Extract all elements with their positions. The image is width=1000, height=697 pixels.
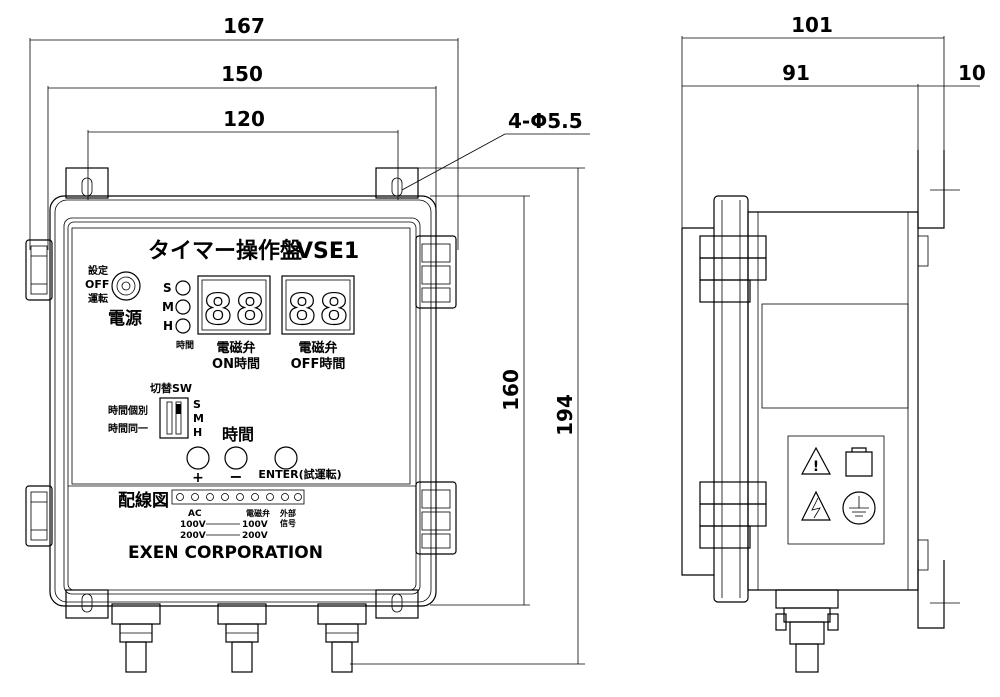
power-label: 電源: [108, 308, 142, 329]
mount-tab-tr: [375, 167, 419, 199]
hinge-left-bottom: [25, 485, 53, 547]
enter-label: ENTER(試運転): [258, 467, 341, 481]
dim-10-text: 10: [958, 61, 986, 85]
valve-label: 電磁弁: [246, 508, 270, 518]
led-h: [175, 318, 191, 334]
display1-digit1: 8: [203, 285, 232, 334]
display2-digit2: 8: [319, 285, 348, 334]
led-h-label: H: [163, 319, 173, 333]
front-view: タイマー操作盤 VSE1 設定 OFF 運転 電源 S M H 時間 8 8 電…: [25, 167, 457, 673]
mount-hole-bl: [81, 593, 93, 613]
side-bracket-bottom: [917, 560, 945, 629]
dimension-194: 194: [350, 167, 585, 665]
side-label-plate: [761, 303, 909, 409]
display-off-time: 8 8: [281, 275, 355, 335]
dimension-120: 120: [87, 107, 399, 200]
mount-tab-tl: [65, 167, 109, 199]
dim-120-text: 120: [223, 107, 265, 131]
enclosure-outer: [49, 195, 437, 607]
cable-gland-3: [317, 603, 367, 673]
dimension-160: 160: [430, 195, 530, 606]
v100-right: 100V: [242, 520, 268, 530]
display2-label-1: 電磁弁: [298, 340, 337, 356]
ground-icon: [842, 491, 876, 525]
sw-title: 切替SW: [150, 381, 192, 395]
selector-switch[interactable]: [159, 397, 189, 439]
enter-button[interactable]: [274, 446, 298, 470]
hinge-left-top: [25, 239, 53, 301]
dimension-hole-spec: 4-Φ5.5: [401, 109, 590, 191]
dim-101-text: 101: [791, 13, 833, 37]
dimension-101: 101: [681, 13, 945, 230]
sw-left-1: 時間個別: [108, 404, 148, 417]
plus-button[interactable]: [186, 446, 210, 470]
minus-button[interactable]: [224, 446, 248, 470]
led-s: [175, 280, 191, 296]
shock-icon: [801, 490, 831, 521]
v200-left: 200V: [180, 531, 206, 541]
company-name: EXEN CORPORATION: [128, 543, 323, 563]
display2-label-2: OFF時間: [291, 356, 346, 372]
time-label: 時間: [222, 425, 254, 444]
switch-label-top: 設定: [88, 264, 108, 277]
sw-m: M: [193, 412, 204, 425]
latch-right-top: [415, 235, 457, 309]
dim-160-text: 160: [499, 369, 523, 411]
led-s-label: S: [163, 281, 172, 295]
led-m-label: M: [162, 300, 174, 314]
display1-label-1: 電磁弁: [216, 340, 255, 356]
ext-label-1: 外部: [280, 508, 296, 518]
v200-right: 200V: [242, 531, 268, 541]
led-m: [175, 299, 191, 315]
dim-150-text: 150: [221, 62, 263, 86]
control-panel-area: [71, 227, 411, 485]
side-hinge-2a: [699, 481, 767, 505]
hole-spec-text: 4-Φ5.5: [508, 109, 583, 133]
svg-text:!: !: [813, 459, 819, 475]
dimension-150: 150: [47, 62, 437, 250]
mount-hole-tr: [391, 177, 403, 197]
panel-title: タイマー操作盤: [148, 238, 303, 264]
display1-digit2: 8: [235, 285, 264, 334]
enclosure-inner: [63, 217, 421, 595]
ac-label: AC: [188, 509, 202, 519]
display1-label-2: ON時間: [212, 356, 260, 372]
side-body: [747, 211, 919, 591]
panel-model: VSE1: [296, 239, 359, 264]
switch-label-mid: OFF: [85, 278, 109, 291]
sw-s: S: [193, 398, 201, 411]
led-caption: 時間: [176, 339, 194, 351]
display2-digit1: 8: [287, 285, 316, 334]
side-view: !: [681, 150, 960, 673]
dim-167-text: 167: [223, 14, 265, 38]
side-bracket-top: [917, 150, 945, 229]
cable-gland-2: [217, 603, 267, 673]
dim-91-text: 91: [782, 61, 810, 85]
power-key-switch[interactable]: [111, 271, 141, 301]
sw-left-2: 時間同一: [108, 422, 148, 435]
ext-label-2: 信号: [280, 518, 296, 528]
plus-label: +: [192, 470, 204, 486]
terminal-block: [171, 489, 305, 505]
caution-icon: [800, 446, 832, 475]
wiring-label: 配線図: [118, 490, 169, 511]
mount-hole-br: [391, 593, 403, 613]
side-lid: [713, 195, 749, 603]
switch-label-bot: 運転: [88, 292, 108, 305]
dimension-167: 167: [29, 14, 459, 250]
minus-label: −: [229, 467, 242, 486]
side-hinge-1a: [699, 235, 767, 259]
side-cable-gland: [775, 589, 839, 673]
warning-plate: [787, 435, 885, 545]
dim-194-text: 194: [553, 394, 577, 436]
mount-hole-tl: [81, 177, 93, 197]
manual-icon: [845, 447, 873, 477]
display-on-time: 8 8: [197, 275, 271, 335]
v100-left: 100V: [180, 520, 206, 530]
dimension-91: 91 10: [682, 61, 986, 230]
cable-gland-1: [111, 603, 161, 673]
latch-right-bottom: [415, 481, 457, 555]
sw-h: H: [193, 426, 202, 439]
